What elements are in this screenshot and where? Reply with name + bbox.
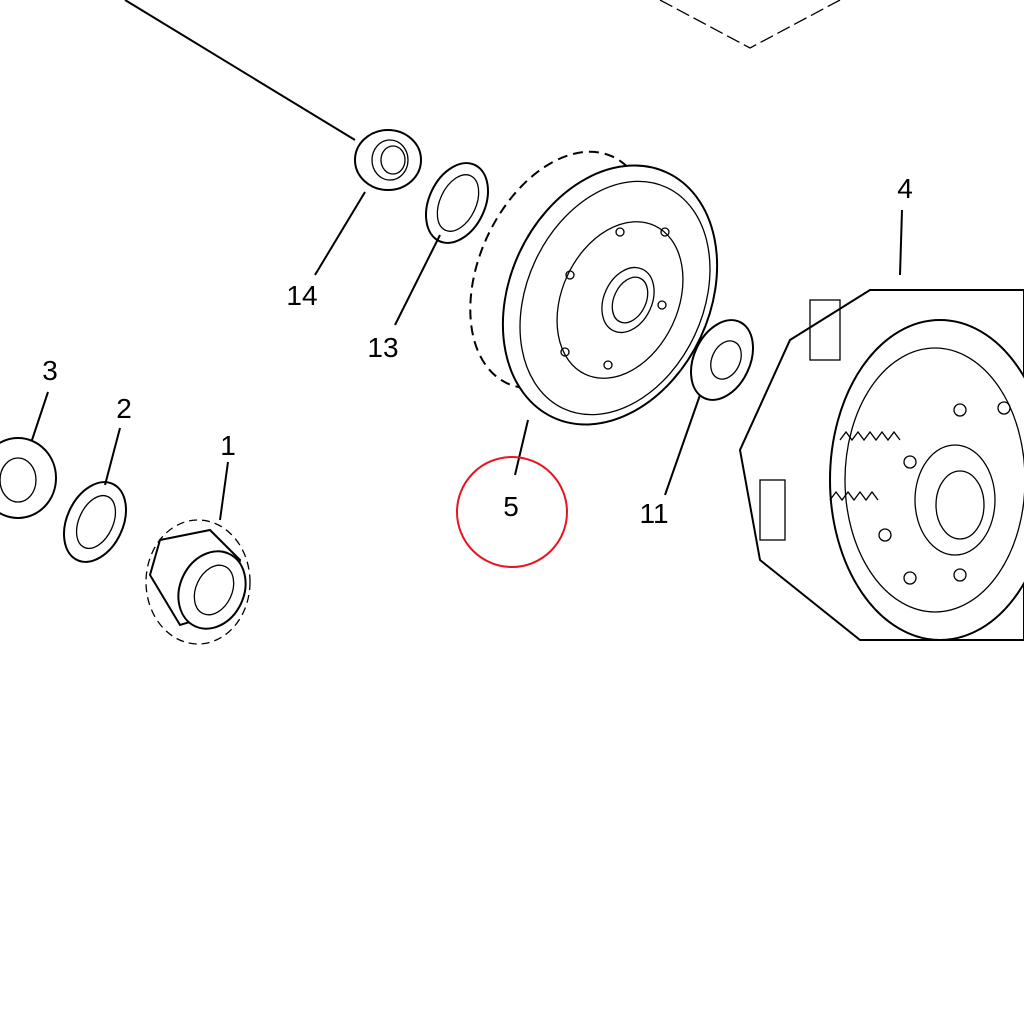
washer-part-13: [425, 162, 489, 244]
callout-14: 14: [286, 280, 317, 311]
highlight-circle: [456, 456, 568, 568]
clutch-housing-part-4: [738, 289, 1024, 641]
washer-part-11: [690, 319, 754, 401]
callout-1: 1: [220, 430, 236, 461]
callout-4: 4: [897, 173, 913, 204]
callout-2: 2: [116, 393, 132, 424]
leader-line-top: [124, 0, 356, 141]
callout-13: 13: [367, 332, 398, 363]
gear-part-1: [145, 519, 251, 645]
washer-part-2: [63, 481, 127, 563]
nut-part-14: [354, 129, 422, 191]
callout-11-text: 11: [639, 498, 668, 529]
nut-part-3: [0, 437, 57, 519]
primary-gear-part-5: [469, 150, 719, 426]
callout-5: 5: [503, 491, 519, 522]
dashed-box-outline: [659, 0, 841, 49]
callout-3: 3: [42, 355, 58, 386]
